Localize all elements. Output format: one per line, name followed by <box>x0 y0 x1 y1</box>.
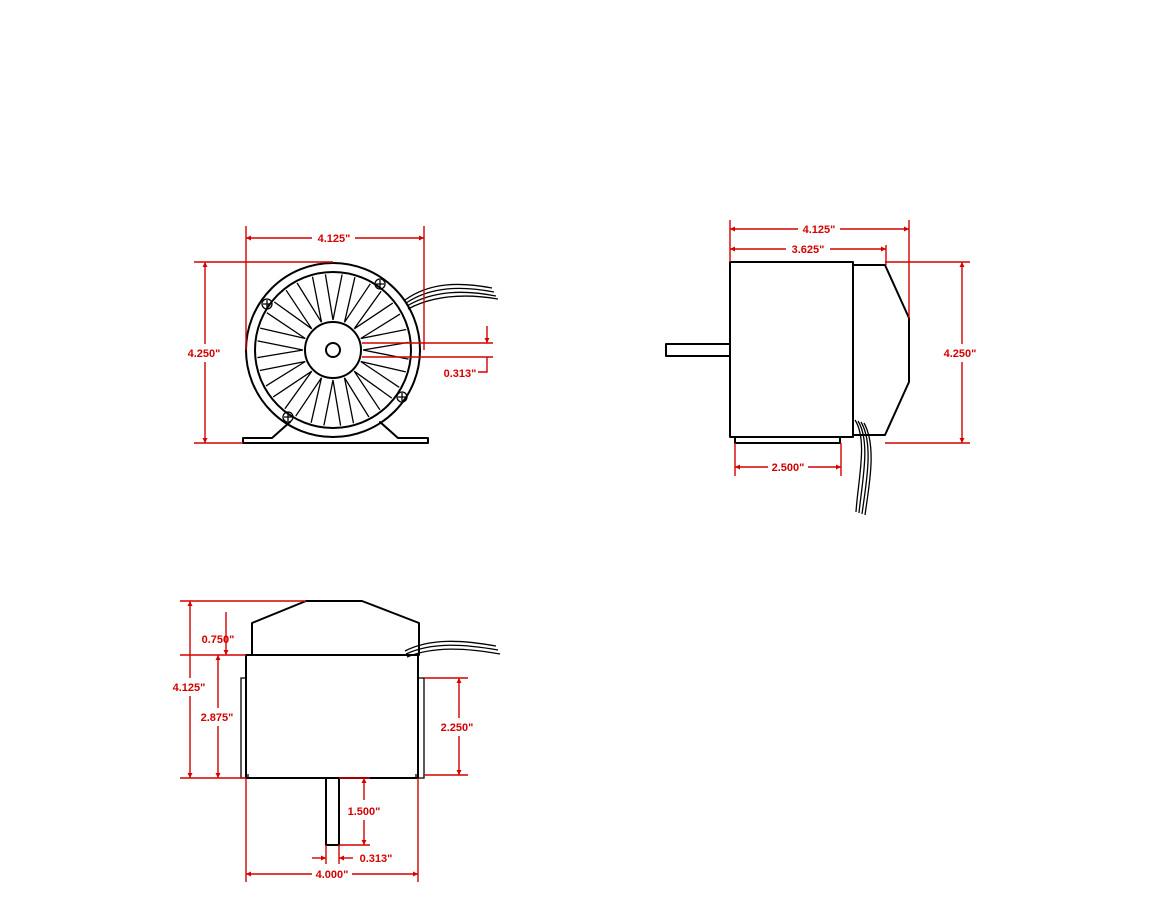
side-view: 4.125" 3.625" 4.250" 2.500" <box>665 220 977 516</box>
front-height-label: 4.250" <box>188 348 221 360</box>
front-view: 4.125" 4.250" 0.313" <box>188 226 499 444</box>
fan-blades <box>257 274 409 426</box>
bottom-width-label: 4.000" <box>316 869 349 881</box>
mounting-feet <box>242 421 429 444</box>
shaft-circle <box>325 342 341 358</box>
side-body-length-label: 3.625" <box>792 244 825 256</box>
hub-circle <box>304 321 362 379</box>
fan-blade <box>295 377 323 423</box>
side-lead-wires <box>854 419 872 516</box>
base-plate <box>247 774 417 778</box>
mount-screws <box>261 278 408 423</box>
fan-blade <box>260 312 306 340</box>
fan-blade <box>353 370 393 411</box>
shaft-length-label: 1.500" <box>348 806 381 818</box>
mount-height-label: 2.250" <box>441 722 474 734</box>
side-base-length-label: 2.500" <box>772 462 805 474</box>
motor-body-side <box>729 261 854 438</box>
side-height-label: 4.250" <box>944 348 977 360</box>
motor-base-side <box>734 436 841 444</box>
side-overall-length-label: 4.125" <box>803 224 836 236</box>
cap-height-label: 0.750" <box>202 634 235 646</box>
motor-inner-ring <box>254 271 412 429</box>
fan-blade <box>360 313 407 340</box>
end-cap-bottom <box>251 600 420 656</box>
fan-blade <box>360 360 406 388</box>
fan-blade <box>343 277 371 323</box>
bottom-lead-wires <box>404 640 501 658</box>
front-width-label: 4.125" <box>318 233 351 245</box>
shaft-offset-label: 0.313" <box>444 368 477 380</box>
fan-blade <box>296 276 323 323</box>
fan-blade <box>259 360 306 387</box>
overall-height-label: 4.125" <box>173 682 206 694</box>
end-cap-side <box>852 264 910 436</box>
fan-blade <box>353 290 394 330</box>
bottom-view: 4.125" 0.750" 2.875" 2.250" 1.500" 0.313… <box>173 600 501 882</box>
shaft-bottom <box>325 777 340 846</box>
fan-blade <box>272 370 313 410</box>
body-height-label: 2.875" <box>201 712 234 724</box>
fan-blade <box>324 274 343 321</box>
fan-blade <box>323 379 342 426</box>
lead-wires <box>404 283 499 310</box>
shaft-side <box>665 343 731 357</box>
side-flanges <box>240 677 425 779</box>
fan-blade <box>257 340 304 359</box>
motor-outer-ring <box>245 262 421 438</box>
fan-blade <box>343 377 370 424</box>
motor-body-bottom <box>245 654 419 779</box>
shaft-diameter-label: 0.313" <box>360 853 393 865</box>
fan-blade <box>273 289 313 330</box>
